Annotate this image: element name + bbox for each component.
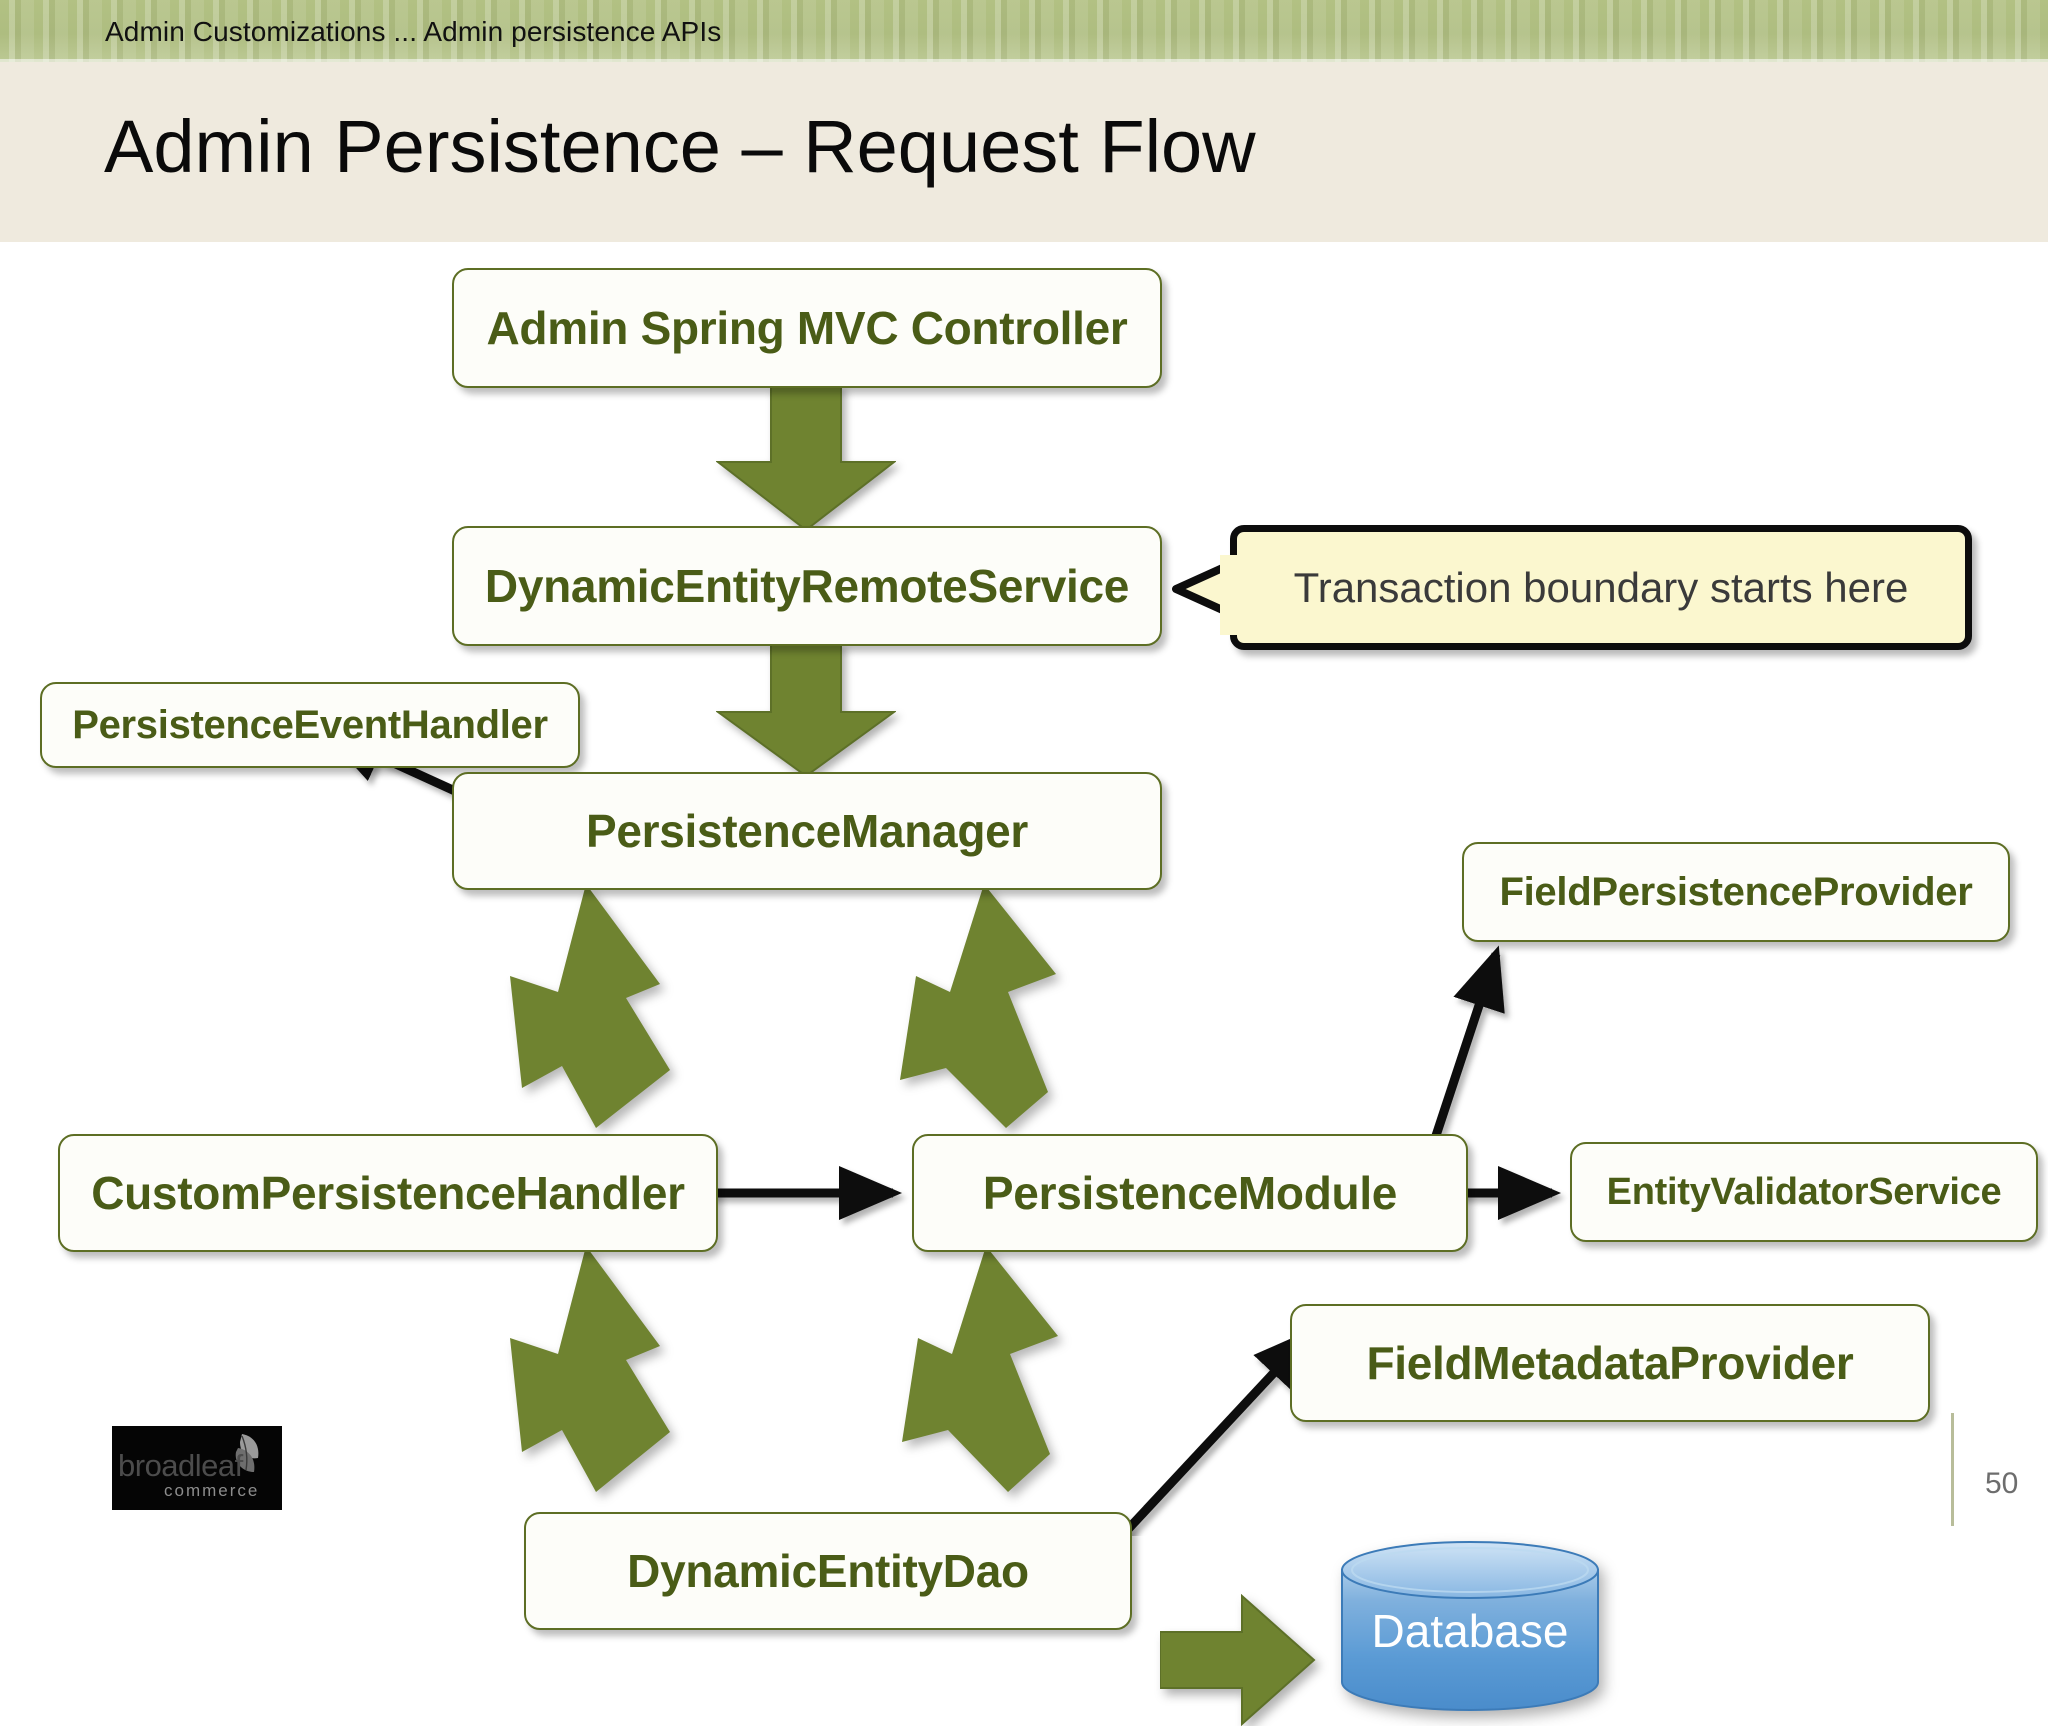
node-label: EntityValidatorService [1606, 1170, 2002, 1213]
node-field-persistence-provider[interactable]: FieldPersistenceProvider [1462, 842, 2010, 942]
node-persistence-event-handler[interactable]: PersistenceEventHandler [40, 682, 580, 768]
node-label: PersistenceManager [585, 805, 1029, 857]
callout-transaction-boundary[interactable]: Transaction boundary starts here [1172, 525, 1972, 650]
node-custom-persistence-handler[interactable]: CustomPersistenceHandler [58, 1134, 718, 1252]
database-label: Database [1371, 1605, 1569, 1657]
node-label: Admin Spring MVC Controller [486, 302, 1128, 354]
node-label: FieldPersistenceProvider [1499, 869, 1973, 914]
title-band [0, 62, 2048, 242]
callout-text: Transaction boundary starts here [1293, 563, 1909, 611]
node-label: FieldMetadataProvider [1366, 1337, 1854, 1389]
node-persistence-manager[interactable]: PersistenceManager [452, 772, 1162, 890]
callout-tail-icon [1172, 555, 1240, 635]
node-persistence-module[interactable]: PersistenceModule [912, 1134, 1468, 1252]
green-bent-arrow-down-right-icon [888, 880, 1064, 1160]
node-dynamic-entity-dao[interactable]: DynamicEntityDao [524, 1512, 1132, 1630]
page-number-divider [1951, 1413, 1954, 1526]
page-title: Admin Persistence – Request Flow [104, 105, 1256, 188]
green-bent-arrow-down-left-icon [500, 1242, 676, 1526]
node-field-metadata-provider[interactable]: FieldMetadataProvider [1290, 1304, 1930, 1422]
node-admin-spring-mvc-controller[interactable]: Admin Spring MVC Controller [452, 268, 1162, 388]
node-dynamic-entity-remote-service[interactable]: DynamicEntityRemoteService [452, 526, 1162, 646]
breadcrumb: Admin Customizations ... Admin persisten… [105, 16, 722, 47]
node-label: PersistenceModule [982, 1167, 1398, 1219]
node-entity-validator-service[interactable]: EntityValidatorService [1570, 1142, 2038, 1242]
node-label: CustomPersistenceHandler [91, 1167, 685, 1219]
node-label: DynamicEntityDao [627, 1545, 1029, 1597]
green-bent-arrow-down-right-icon [890, 1242, 1066, 1526]
diagram-canvas: Admin Spring MVC Controller DynamicEntit… [0, 242, 2048, 1726]
callout-bubble: Transaction boundary starts here [1230, 525, 1972, 650]
logo-wordmark: broadleaf [118, 1448, 243, 1483]
node-label: DynamicEntityRemoteService [484, 560, 1130, 612]
green-bent-arrow-down-left-icon [500, 880, 676, 1160]
logo-subtext: commerce [164, 1481, 260, 1500]
green-right-arrow-icon [1160, 1594, 1316, 1726]
page-number: 50 [1985, 1467, 2019, 1500]
broadleaf-commerce-logo: broadleaf commerce [112, 1426, 282, 1510]
green-down-arrow-icon [716, 384, 896, 532]
leaf-icon [235, 1434, 259, 1472]
header-band [0, 0, 2048, 62]
green-down-arrow-icon [716, 642, 896, 778]
node-label: PersistenceEventHandler [72, 702, 548, 747]
